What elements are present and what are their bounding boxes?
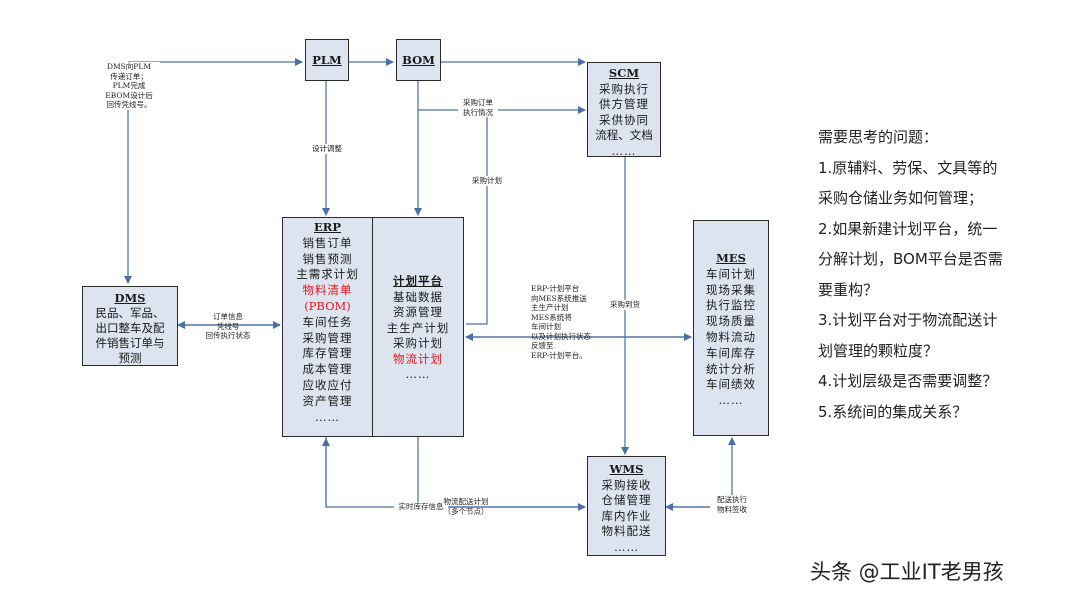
mes-line: ……: [718, 393, 744, 408]
erp-line: 库存管理: [302, 346, 353, 361]
question-line: 4.计划层级是否需要调整？: [818, 372, 998, 390]
erp-line-bom: 物料清单: [302, 283, 353, 298]
mes-line: 统计分析: [706, 361, 756, 376]
dms-box: DMS 民品、军品、 出口整车及配 件销售订单与 预测: [82, 286, 178, 366]
line-purchase-plan: [466, 110, 488, 325]
plan-line-logistics: 物流计划: [393, 351, 443, 366]
mes-line: 车间计划: [706, 266, 756, 281]
wms-box: WMS 采购接收 仓储管理 库内作业 物料配送 ……: [587, 456, 666, 556]
plm-box: PLM: [305, 39, 349, 81]
bom-title: BOM: [402, 53, 435, 67]
mes-line: 现场采集: [706, 282, 756, 297]
label-logistics-plan: 物流配送计划 （多个节点）: [443, 497, 489, 516]
wms-line: 仓储管理: [601, 493, 652, 507]
label-order-info: 订单信息 凭线号 回传执行状态: [205, 312, 251, 340]
erp-line: 应收应付: [302, 377, 353, 392]
watermark: 头条 @工业IT老男孩: [810, 560, 1004, 584]
plan-line: 采购计划: [393, 336, 443, 350]
erp-line: 销售订单: [302, 235, 353, 250]
wms-line: 物料配送: [601, 524, 652, 538]
scm-line: 采供协同: [599, 112, 649, 127]
plan-line: 主生产计划: [386, 320, 450, 335]
wms-line: 库内作业: [601, 508, 652, 523]
question-line: 3.计划平台对于物流配送计: [818, 311, 998, 329]
mes-line: 车间库存: [706, 345, 756, 360]
dms-line: 预测: [118, 351, 142, 365]
label-erp-mes: ERP-计划平台 向MES系统推送 主生产计划 MES系统将 车间计划 以及计划…: [531, 284, 591, 360]
plan-line: 基础数据: [393, 289, 443, 304]
plan-platform-title: 计划平台: [393, 274, 443, 288]
question-line: 要重构？: [818, 280, 879, 299]
plan-line: 资源管理: [393, 305, 443, 319]
mes-line: 现场质量: [706, 314, 756, 329]
label-design-adjust: 设计调整: [307, 144, 347, 154]
mes-line: 物料流动: [706, 329, 756, 344]
erp-line: 主需求计划: [296, 267, 359, 282]
question-line: 1.原辅料、劳保、文具等的: [818, 158, 998, 177]
scm-title: SCM: [608, 66, 640, 80]
dms-line: 出口整车及配: [95, 321, 165, 335]
erp-title: ERP: [314, 220, 341, 234]
question-line: 划管理的颗粒度？: [818, 341, 939, 360]
erp-box: ERP 销售订单 销售预测 主需求计划 物料清单 (PBOM) 车间任务 采购管…: [282, 217, 373, 437]
label-purchase-plan: 采购计划: [467, 176, 507, 186]
plan-line: ……: [405, 367, 431, 381]
plan-platform-box: 计划平台 基础数据 资源管理 主生产计划 采购计划 物流计划 ……: [372, 217, 464, 437]
label-realtime-stock: 实时库存信息: [394, 502, 448, 512]
scm-line: 流程、文档: [595, 128, 653, 142]
erp-line: 销售预测: [302, 251, 353, 266]
wms-title: WMS: [609, 462, 644, 476]
mes-line: 执行监控: [706, 298, 756, 313]
wms-line: 采购接收: [601, 477, 652, 492]
erp-line: 资产管理: [302, 393, 353, 408]
erp-line: 车间任务: [302, 314, 353, 329]
question-line: 采购仓储业务如何管理；: [818, 189, 984, 207]
questions-heading: 需要思考的问题：: [818, 128, 939, 146]
dms-title: DMS: [114, 291, 146, 305]
scm-box: SCM 采购执行 供方管理 采供协同 流程、文档 ……: [587, 62, 661, 158]
mes-title: MES: [716, 251, 746, 265]
label-purchase-order: 采购订单 执行情况: [458, 98, 498, 117]
question-line: 5.系统间的集成关系？: [818, 402, 968, 421]
question-line: 分解计划，BOM平台是否需: [818, 250, 1003, 268]
erp-line: ……: [315, 409, 340, 424]
mes-box: MES 车间计划 现场采集 执行监控 现场质量 物料流动 车间库存 统计分析 车…: [693, 220, 769, 436]
mes-line: 车间绩效: [706, 377, 756, 392]
question-line: 2.如果新建计划平台，统一: [818, 219, 998, 238]
scm-line: 采购执行: [599, 81, 649, 96]
label-purchase-arrival: 采购到货: [606, 300, 644, 310]
wms-line: ……: [614, 539, 639, 554]
erp-line: 成本管理: [302, 362, 353, 377]
erp-line-pbom: (PBOM): [304, 298, 351, 313]
questions-panel: 需要思考的问题： 1.原辅料、劳保、文具等的 采购仓储业务如何管理； 2.如果新…: [818, 122, 1068, 427]
scm-line: 供方管理: [599, 97, 649, 111]
erp-line: 采购管理: [302, 330, 353, 345]
label-delivery-exec: 配送执行 物料签收: [710, 495, 754, 514]
dms-line: 件销售订单与: [95, 336, 165, 350]
dms-line: 民品、军品、: [95, 306, 165, 320]
bom-box: BOM: [396, 39, 441, 81]
scm-line: ……: [611, 143, 637, 158]
label-dms-plm: DMS向PLM 传递订单； PLM完成 EBOM设计后 回传凭线号。: [98, 62, 160, 110]
plm-title: PLM: [312, 53, 342, 67]
